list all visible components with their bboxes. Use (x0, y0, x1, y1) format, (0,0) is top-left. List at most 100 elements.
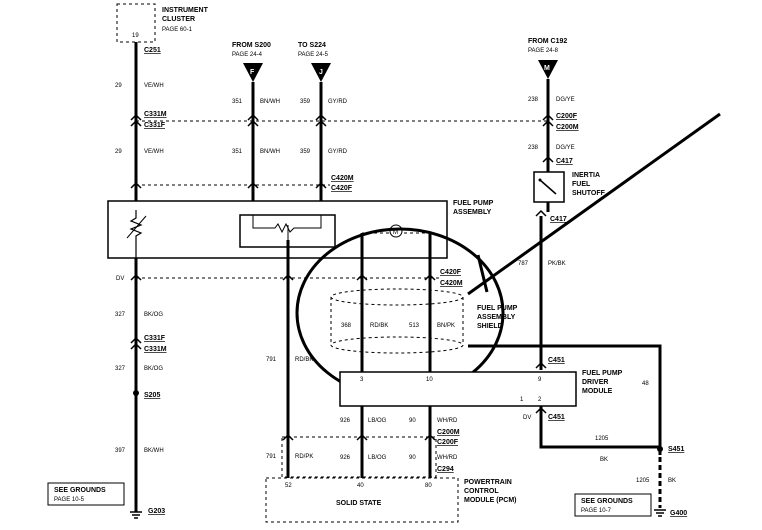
wire-351-top-color: BN/WH (260, 99, 280, 105)
connector-c417-bot-chevron (535, 209, 547, 217)
wire-327-a-num: 327 (115, 312, 126, 318)
dv-right: DV (523, 415, 531, 421)
inertia-switch-contact (539, 179, 557, 195)
wire-926-b-color: LB/OG (368, 455, 387, 461)
wire-1205-a (539, 406, 660, 449)
from-c192-letter: M (544, 65, 550, 72)
splice-s205-label: S205 (144, 392, 160, 399)
connector-926-chevron (356, 433, 368, 441)
wire-29-mid-color: VE/WH (144, 149, 164, 155)
splice-s451-label: S451 (668, 446, 684, 453)
wire-513-num: 513 (409, 323, 420, 329)
highlight-pointer-line (467, 112, 721, 296)
see-grounds-right-box (574, 493, 652, 517)
wire-791-a-num: 791 (266, 357, 277, 363)
wire-368-color: RD/BK (370, 323, 388, 329)
wire-238-mid-color: DG/YE (556, 145, 575, 151)
connector-c251: C251 (144, 47, 161, 54)
wire-327-b-color: BK/OG (144, 366, 163, 372)
wire-926-a-num: 926 (340, 418, 351, 424)
wire-1205-a-color: BK (600, 457, 608, 463)
module-pin-10: 10 (426, 377, 433, 383)
pcm-solid-state: SOLID STATE (336, 500, 382, 507)
connector-791-b-chevron (282, 433, 294, 441)
wire-shield-ground (468, 344, 662, 455)
see-grounds-left-box (47, 482, 125, 506)
wire-351-mid-num: 351 (232, 149, 243, 155)
wire-359-mid-num: 359 (300, 149, 311, 155)
dv-left: DV (116, 276, 124, 282)
connector-c420f-bot: C420F (440, 269, 462, 276)
connector-c451-bot: C451 (548, 414, 565, 421)
connector-c200f-bot: C200F (437, 439, 459, 446)
connector-c420m-top: C420M (331, 175, 354, 182)
ground-g400-icon (654, 509, 666, 517)
wire-351-mid-color: BN/WH (260, 149, 280, 155)
c200-dashed-box (281, 436, 437, 478)
module-pin-3: 3 (360, 377, 364, 383)
motor-symbol-text: M (393, 230, 398, 236)
module-pin-2: 2 (538, 397, 542, 403)
wire-327-b-num: 327 (115, 366, 126, 372)
connector-c331f-bot: C331F (144, 335, 166, 342)
wire-359-top-num: 359 (300, 99, 311, 105)
wire-397-color: BK/WH (144, 448, 164, 454)
driver-module-48: 48 (642, 381, 649, 387)
wire-327-a-color: BK/OG (144, 312, 163, 318)
connector-c331m-bot: C331M (144, 346, 167, 353)
connector-c451-top: C451 (548, 357, 565, 364)
connector-c331m-top: C331M (144, 111, 167, 118)
inertia-switch-pivot (538, 178, 542, 182)
splice-s205 (133, 390, 139, 396)
connector-513-chevron (424, 273, 436, 281)
wire-90-a-color: WH/RD (437, 418, 458, 424)
wire-513-color: BN/PK (437, 323, 455, 329)
instrument-cluster-pin: 19 (132, 33, 139, 39)
instrument-cluster-page: PAGE 60-1 (162, 27, 193, 33)
to-s224-page: PAGE 24-5 (298, 52, 329, 58)
connector-c417-top: C417 (556, 158, 573, 165)
wire-1205-b-num: 1205 (636, 478, 650, 484)
wire-791-a-color: RD/BK (295, 357, 313, 363)
connector-c294: C294 (437, 466, 454, 473)
wire-29-mid-num: 29 (115, 149, 122, 155)
to-s224-flag (311, 63, 331, 82)
wire-926-b-num: 926 (340, 455, 351, 461)
connector-c420-left-chevron (130, 181, 142, 189)
from-c192-flag (538, 60, 558, 79)
pcm-box (265, 477, 459, 523)
wire-359-top-color: GY/RD (328, 99, 348, 105)
connector-90-chevron (424, 433, 436, 441)
connector-c451-top-chevron (535, 361, 547, 369)
connector-c420f-top: C420F (331, 185, 353, 192)
connector-c451-bot-chevron (535, 406, 547, 414)
pcm-pin-40: 40 (357, 483, 364, 489)
connector-791-chevron (282, 273, 294, 281)
wire-368-num: 368 (341, 323, 352, 329)
wire-90-b-num: 90 (409, 455, 416, 461)
wire-351-top-num: 351 (232, 99, 243, 105)
connector-c417-bot: C417 (550, 216, 567, 223)
wire-359-mid-color: GY/RD (328, 149, 348, 155)
fuel-sender-arrow (126, 215, 147, 239)
wire-238-top-num: 238 (528, 97, 539, 103)
connector-327-chevron (130, 273, 142, 281)
from-s200-letter: F (250, 69, 255, 76)
wire-791-b-color: RD/PK (295, 454, 313, 460)
see-grounds-right-page: PAGE 10-7 (581, 508, 612, 514)
connector-c331-bot-chevrons (130, 336, 142, 350)
connector-368-chevron (356, 273, 368, 281)
connector-351-chevrons (247, 113, 259, 127)
wire-29-top-color: VE/WH (144, 83, 164, 89)
from-s200-flag (243, 63, 263, 82)
instrument-cluster-box (116, 3, 156, 43)
wire-90-a-num: 90 (409, 418, 416, 424)
ground-g203-icon (130, 511, 142, 519)
wire-791-b-num: 791 (266, 454, 277, 460)
wire-787-color: PK/BK (548, 261, 566, 267)
